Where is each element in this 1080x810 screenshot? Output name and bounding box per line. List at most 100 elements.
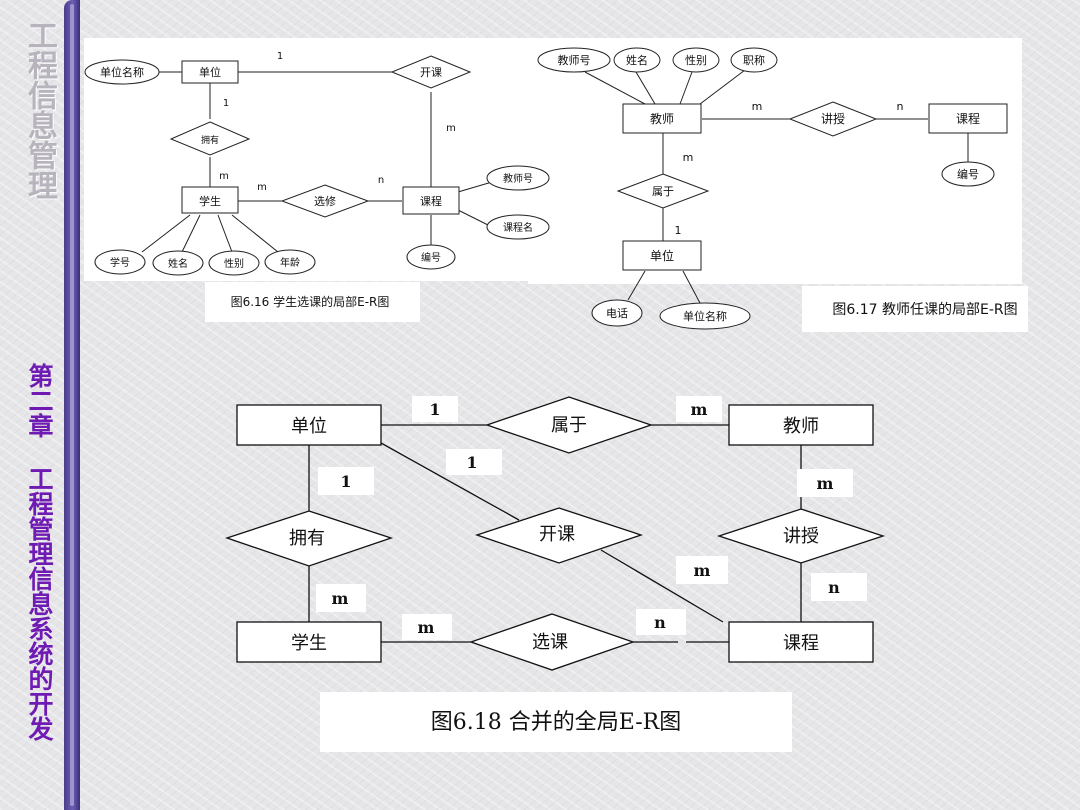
fig16-entity-student bbox=[181, 186, 239, 214]
fig16-attr-coursename bbox=[486, 214, 550, 240]
fig16-label-age: 年龄 bbox=[280, 256, 300, 269]
fig18-label-open: 开课 bbox=[539, 524, 575, 545]
fig18-rel-belong bbox=[484, 396, 654, 454]
fig18-card-bg-1a bbox=[412, 396, 458, 422]
fig18-line-open-course bbox=[600, 549, 724, 623]
fig16-diagram bbox=[84, 55, 550, 276]
sidebar-chapter: 第二章 bbox=[25, 363, 54, 438]
fig17-attr-title bbox=[730, 47, 778, 73]
fig18-label-student: 学生 bbox=[291, 633, 327, 654]
fig17-entity-teacher bbox=[622, 103, 702, 134]
fig16-card-m2: m bbox=[219, 171, 229, 182]
fig18-caption-panel bbox=[320, 692, 792, 752]
fig16-line-sex bbox=[217, 214, 233, 253]
fig18-card-bg-mc bbox=[676, 556, 728, 584]
fig16-label-sname: 姓名 bbox=[168, 257, 188, 270]
fig16-card-1a: 1 bbox=[277, 51, 283, 62]
fig17-rel-teach bbox=[788, 101, 878, 137]
fig18-line-unit-open bbox=[380, 442, 520, 521]
fig18-card-bg-mb bbox=[797, 469, 853, 497]
fig18-card-md: m bbox=[332, 589, 349, 608]
fig17-attr-code bbox=[941, 161, 995, 187]
fig17-label-belong: 属于 bbox=[652, 185, 674, 198]
sidebar-subject: 工程管理信息系统的开发 bbox=[25, 466, 54, 741]
fig16-panel bbox=[84, 38, 560, 281]
fig16-label-have: 拥有 bbox=[201, 134, 219, 146]
fig17-label-code: 编号 bbox=[957, 167, 979, 181]
fig16-label-student: 学生 bbox=[199, 194, 221, 208]
fig18-card-bg-nb bbox=[811, 573, 867, 601]
fig17-attr-unitname bbox=[659, 302, 751, 330]
fig17-label-sex: 性别 bbox=[685, 53, 707, 67]
fig17-line-phone bbox=[627, 270, 646, 301]
fig16-attr-teacherno bbox=[486, 165, 550, 191]
fig18-label-teach: 讲授 bbox=[783, 526, 819, 547]
fig18-card-bg-1b bbox=[446, 449, 502, 475]
fig16-attr-sex bbox=[208, 250, 260, 276]
fig17-rel-belong bbox=[616, 173, 710, 209]
fig17-label-course: 课程 bbox=[956, 111, 980, 126]
fig18-card-bg-md bbox=[316, 584, 366, 612]
fig17-label-unitname: 单位名称 bbox=[683, 309, 727, 323]
fig18-card-bg-me bbox=[402, 614, 452, 640]
fig17-label-teach: 讲授 bbox=[821, 111, 845, 126]
fig18-label-elect: 选课 bbox=[532, 632, 568, 653]
fig16-rel-open bbox=[390, 55, 472, 89]
fig17-card-m2: m bbox=[683, 151, 694, 164]
fig16-label-sno: 学号 bbox=[110, 256, 130, 269]
fig16-card-m1: m bbox=[446, 123, 456, 134]
fig17-label-name: 姓名 bbox=[626, 53, 648, 67]
fig18-card-bg-ma bbox=[676, 396, 722, 422]
fig18-caption: 图6.18 合并的全局E-R图 bbox=[431, 710, 681, 735]
fig17-label-unit: 单位 bbox=[650, 248, 674, 263]
fig18-rel-open bbox=[474, 507, 644, 564]
fig16-rel-elect bbox=[280, 184, 370, 218]
sidebar-bar-highlight bbox=[70, 4, 74, 806]
fig17-label-teacher: 教师 bbox=[650, 111, 674, 126]
sidebar-top-title: 工程信息管理 bbox=[22, 20, 57, 200]
fig17-card-n: n bbox=[897, 100, 904, 113]
fig18-card-mc: m bbox=[694, 561, 711, 580]
fig16-label-unit: 单位 bbox=[199, 65, 221, 79]
fig16-line-sno bbox=[141, 214, 191, 253]
fig17-line-title bbox=[699, 69, 746, 105]
fig18-rel-elect bbox=[469, 613, 635, 671]
fig16-label-unitname: 单位名称 bbox=[100, 65, 144, 79]
fig17-caption-panel bbox=[802, 286, 1028, 332]
fig17-attr-name bbox=[613, 47, 661, 73]
fig18-entity-teacher bbox=[728, 404, 874, 446]
fig17-entity-course bbox=[928, 103, 1008, 134]
fig18-label-have: 拥有 bbox=[289, 528, 325, 549]
fig18-card-1c: 1 bbox=[340, 472, 351, 491]
fig17-card-1: 1 bbox=[675, 224, 682, 237]
fig16-entity-course bbox=[402, 186, 460, 215]
fig17-attr-phone bbox=[591, 299, 643, 327]
sidebar-decorative-bar bbox=[64, 0, 80, 810]
fig17-line-unitname bbox=[682, 270, 701, 304]
fig18-label-course: 课程 bbox=[783, 633, 819, 654]
fig17-entity-unit bbox=[622, 240, 702, 271]
fig16-attr-unitname bbox=[84, 59, 160, 85]
fig17-panel bbox=[528, 38, 1022, 284]
fig18-entity-student bbox=[236, 621, 382, 663]
fig18-rel-have bbox=[224, 510, 394, 567]
fig16-caption-panel bbox=[205, 282, 420, 322]
fig18-card-nb: n bbox=[828, 578, 840, 597]
fig18-card-mb: m bbox=[817, 474, 834, 493]
fig17-line-tno bbox=[584, 71, 646, 105]
fig18-entity-unit bbox=[236, 404, 382, 446]
fig17-label-phone: 电话 bbox=[606, 307, 628, 320]
fig16-label-coursename: 课程名 bbox=[503, 221, 533, 234]
fig16-attr-sname bbox=[152, 250, 204, 276]
fig18-label-teacher: 教师 bbox=[783, 416, 819, 437]
fig16-rel-have bbox=[169, 121, 251, 156]
fig16-label-course: 课程 bbox=[420, 195, 442, 208]
fig18-rel-teach bbox=[716, 508, 886, 564]
fig17-card-m1: m bbox=[752, 100, 763, 113]
fig17-label-teacherno: 教师号 bbox=[558, 54, 591, 67]
fig18-label-unit: 单位 bbox=[291, 416, 327, 437]
fig16-label-sex: 性别 bbox=[224, 257, 244, 270]
fig16-attr-sno bbox=[94, 249, 146, 275]
fig16-line-course-cname bbox=[457, 209, 491, 227]
